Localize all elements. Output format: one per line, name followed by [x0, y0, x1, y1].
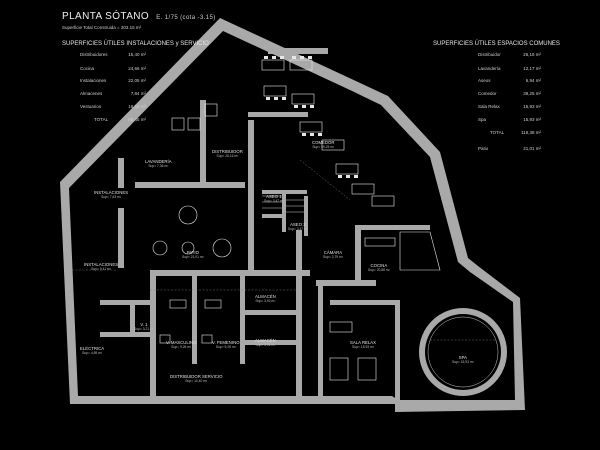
room-name: DISTRIBUIDOR SERVICIO [170, 374, 223, 379]
right-row-label: Aseos [478, 78, 491, 83]
room-name: COMEDOR [312, 140, 335, 145]
right-row-value: 6,94 m² [525, 78, 541, 83]
room-area: Sup= 39,25 m² [312, 145, 335, 149]
room-label-almacen-2: ALMACÉN Sup= 3,92 m² [255, 338, 276, 348]
left-row-value: 7,84 m² [130, 91, 146, 96]
room-name: ALMACÉN [255, 294, 276, 299]
plan-title-text: PLANTA SÓTANO [62, 11, 150, 22]
left-row-value: 22,05 m² [128, 78, 146, 83]
room-name: COCINA [370, 263, 388, 268]
room-area: Sup= 15,93 m² [352, 345, 374, 349]
room-area: Sup= 3,92 m² [255, 299, 276, 303]
right-total-value: 116,38 m² [521, 130, 541, 135]
room-area: Sup= 7,63 m² [101, 195, 121, 199]
room-area: Sup= 21,01 m² [182, 255, 204, 259]
left-row-label: Almacenes [80, 91, 103, 96]
room-area: Sup= 9,41 m² [91, 267, 111, 271]
room-name: V. FEMENINO [212, 340, 240, 345]
room-name: V. MASCULINO [166, 340, 197, 345]
room-area: Sup= 3,47 m² [264, 199, 284, 203]
room-area: Sup= 9,26 m² [215, 345, 236, 349]
room-label-spa: SPA Sup= 15,93 m² [452, 355, 474, 365]
right-row-label: Comedor [478, 91, 497, 96]
right-total-label: TOTAL [490, 130, 505, 135]
room-name: ASEO 1 [266, 194, 282, 199]
plan-subtitle: Superficie Total Construida = 303.15 m² [62, 25, 142, 30]
room-name: CÁMARA [323, 250, 343, 255]
room-area: Sup= 7,36 m² [148, 164, 169, 168]
room-name: DISTRIBUIDOR [212, 149, 243, 154]
room-area: Sup= 4,89 m² [82, 351, 102, 355]
left-row-value: 18,52 m² [128, 104, 146, 109]
dining-tables [261, 59, 395, 207]
room-area: Sup= 3,92 m² [255, 343, 276, 347]
room-name: INSTALACIONES [94, 190, 129, 195]
left-row-label: Distribuidores [80, 52, 108, 57]
room-name: ELÉCTRICA [80, 346, 105, 351]
room-name: SPA [458, 355, 467, 360]
right-row-value: 15,93 m² [523, 117, 541, 122]
room-name: LAVANDERÍA [145, 159, 172, 164]
right-table-heading: SUPERFICIES ÚTILES ESPACIOS COMUNES [433, 41, 560, 47]
left-row-value: 15,40 m² [128, 52, 146, 57]
room-label-instalaciones-2: INSTALACIONES Sup= 9,41 m² [84, 262, 118, 272]
room-area: Sup= 26,16 m² [216, 154, 239, 158]
room-name: ASEO 2 [290, 222, 306, 227]
room-label-almacen-1: ALMACÉN Sup= 3,92 m² [255, 294, 276, 304]
plan-title: PLANTA SÓTANO E. 1/75 (cota -3.15) [62, 11, 216, 22]
right-row-value: 21,01 m² [523, 146, 541, 151]
room-name: INSTALACIONES [84, 262, 119, 267]
interior-walls [100, 48, 430, 400]
room-area: Sup= 2,79 m² [323, 255, 343, 259]
left-row-label: Vestuarios [80, 104, 102, 109]
room-label-cocina: COCINA Sup= 20,88 m² [368, 263, 390, 273]
room-area: Sup= 9,26 m² [171, 345, 192, 349]
room-name: SALA RELAX [350, 340, 377, 345]
room-label-aseo-1: ASEO 1 Sup= 3,47 m² [264, 194, 284, 204]
room-label-instalaciones-1: INSTALACIONES Sup= 7,63 m² [94, 190, 128, 200]
dining-chairs [264, 56, 358, 178]
right-row-value: 15,93 m² [523, 104, 541, 109]
right-row-value: 39,25 m² [523, 91, 541, 96]
room-label-v-masculino: V. MASCULINO Sup= 9,26 m² [166, 340, 196, 350]
right-row-value: 26,16 m² [523, 52, 541, 57]
room-label-distribuidor-servicio: DISTRIBUIDOR SERVICIO Sup= 10,40 m² [170, 374, 222, 384]
room-area: Sup= 10,40 m² [185, 379, 208, 383]
room-label-distribuidor: DISTRIBUIDOR Sup= 26,16 m² [212, 149, 243, 159]
right-row-label: Lavandería [478, 66, 501, 71]
room-label-electrica: ELÉCTRICA Sup= 4,89 m² [80, 346, 104, 356]
room-label-lavanderia: LAVANDERÍA Sup= 7,36 m² [145, 159, 172, 169]
left-total-label: TOTAL [94, 117, 109, 122]
room-label-aseo-2: ASEO 2 Sup= 3,47 m² [288, 222, 308, 232]
left-row-label: Cocina [80, 66, 95, 71]
left-total-value: 88,45 m² [128, 117, 146, 122]
left-row-label: Instalaciones [80, 78, 107, 83]
room-name: ALMACÉN [255, 338, 276, 343]
room-label-v1: V. 1 Sup= 3,21 m² [134, 322, 154, 332]
room-label-comedor: COMEDOR Sup= 39,25 m² [312, 140, 334, 150]
left-row-value: 24,66 m² [128, 66, 146, 71]
plan-scale: E. 1/75 (cota -3.15) [156, 15, 216, 21]
room-area: Sup= 15,93 m² [452, 360, 474, 364]
spa-pool [425, 314, 501, 390]
right-row-label: Patio [478, 146, 489, 151]
room-name: V. 1 [140, 322, 148, 327]
room-area: Sup= 3,21 m² [134, 327, 154, 331]
room-area: Sup= 20,88 m² [368, 268, 390, 272]
room-area: Sup= 3,47 m² [288, 227, 308, 231]
room-label-patio: PATIO Sup= 21,01 m² [182, 250, 204, 260]
left-table-heading: SUPERFICIES ÚTILES INSTALACIONES y SERVI… [62, 41, 209, 47]
right-row-label: Distribuidor [478, 52, 501, 57]
right-row-label: Sala Relax [478, 104, 500, 109]
room-label-v-femenino: V. FEMENINO Sup= 9,26 m² [212, 340, 240, 350]
right-row-value: 12,17 m² [523, 66, 541, 71]
room-label-sala-relax: SALA RELAX Sup= 15,93 m² [350, 340, 376, 350]
right-row-label: Spa [478, 117, 487, 122]
room-name: PATIO [186, 250, 199, 255]
room-label-camara: CÁMARA Sup= 2,79 m² [323, 250, 343, 260]
